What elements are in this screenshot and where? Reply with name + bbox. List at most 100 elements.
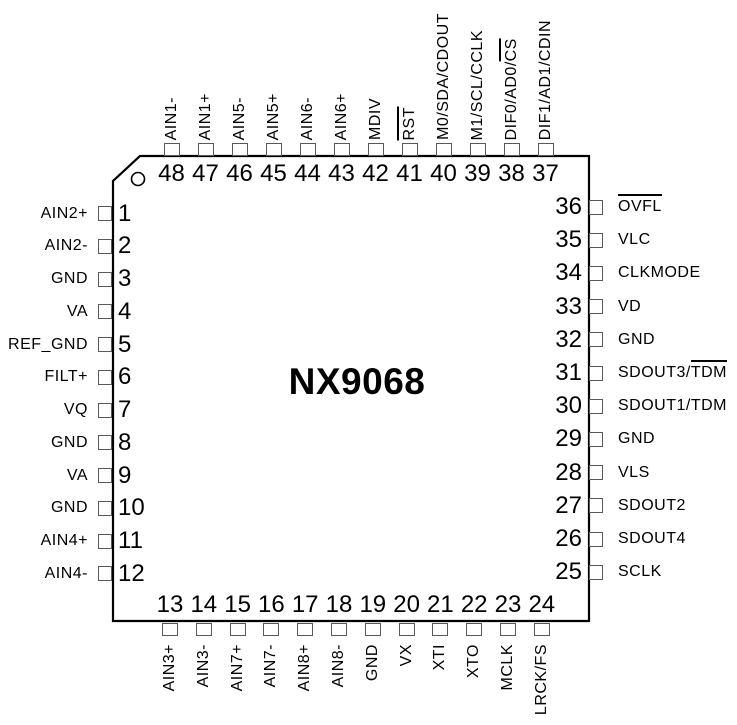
pin-square-48 xyxy=(163,143,180,156)
pin-label-15: AIN7+ xyxy=(228,644,246,692)
pin-number-48: 48 xyxy=(158,160,185,187)
pin-number-15: 15 xyxy=(224,591,251,618)
pin-number-14: 14 xyxy=(190,591,218,618)
pin-square-17 xyxy=(297,623,314,636)
pin-number-5: 5 xyxy=(118,330,132,358)
pin1-indicator-dot xyxy=(130,171,146,187)
pin-number-11: 11 xyxy=(118,527,143,554)
pin-label-10: GND xyxy=(50,499,88,517)
pin-label-37: DIF1/AD1/CDIN xyxy=(536,19,554,140)
pin-square-39 xyxy=(469,143,486,156)
pin-number-23: 23 xyxy=(494,591,522,618)
pin-label-34: CLKMODE xyxy=(618,264,701,282)
pin-square-22 xyxy=(466,623,483,636)
pin-number-28: 28 xyxy=(555,458,582,486)
pin-label-21: XTI xyxy=(431,644,449,671)
pin-square-38 xyxy=(503,143,520,156)
pin-square-27 xyxy=(589,498,603,514)
pin-label-32: GND xyxy=(618,330,656,348)
pin-number-34: 34 xyxy=(555,259,582,287)
pin-number-40: 40 xyxy=(430,160,457,187)
pin-square-41 xyxy=(401,143,418,156)
pin-square-4 xyxy=(98,304,112,320)
pin-square-47 xyxy=(197,143,214,156)
pin-label-46: AIN5- xyxy=(230,96,248,140)
pin-square-43 xyxy=(333,143,350,156)
pin-label-22: XTO xyxy=(465,644,483,679)
pin-label-33: VD xyxy=(618,297,642,315)
pin-label-14: AIN3- xyxy=(194,644,212,688)
pin-number-29: 29 xyxy=(555,425,582,453)
pin-square-19 xyxy=(364,623,381,636)
pin-square-11 xyxy=(98,533,112,549)
pin-label-16: AIN7- xyxy=(262,644,280,688)
pin-label-26: SDOUT4 xyxy=(618,530,686,547)
pin-label-43: AIN6+ xyxy=(332,92,350,140)
pin-square-6 xyxy=(98,369,112,385)
pin-number-9: 9 xyxy=(118,461,132,489)
pin-label-11: AIN4+ xyxy=(40,532,88,549)
pin-square-46 xyxy=(231,143,248,156)
pin-label-8: GND xyxy=(50,433,88,451)
pin-number-6: 6 xyxy=(118,363,132,391)
pin-label-39: M1/SCL/CCLK xyxy=(468,29,486,140)
pin-square-8 xyxy=(98,435,112,451)
pin-label-42: MDIV xyxy=(366,98,384,140)
pin-square-31 xyxy=(589,365,603,381)
pin-label-17: AIN8+ xyxy=(296,644,314,692)
pin-square-33 xyxy=(589,299,603,315)
pin-label-36: OVFL xyxy=(618,194,662,218)
pin-number-7: 7 xyxy=(118,396,132,423)
pin-number-37: 37 xyxy=(532,160,559,187)
pin-number-3: 3 xyxy=(118,265,132,292)
pin-number-22: 22 xyxy=(460,591,488,618)
pin-number-38: 38 xyxy=(498,160,525,187)
pin-square-36 xyxy=(589,199,603,215)
pin-number-42: 42 xyxy=(362,160,389,187)
pin-number-35: 35 xyxy=(555,226,582,254)
pin-label-47: AIN1+ xyxy=(196,92,214,140)
pin-number-32: 32 xyxy=(555,325,582,353)
pin-label-44: AIN6- xyxy=(298,96,316,140)
pin-label-9: VA xyxy=(66,466,88,484)
chip-body xyxy=(111,154,591,623)
pin-label-38: DIF0/AD0/CS xyxy=(498,37,521,140)
pin-number-47: 47 xyxy=(192,160,219,187)
pin-square-9 xyxy=(98,468,112,483)
pin-square-42 xyxy=(367,143,384,156)
pin-square-23 xyxy=(500,623,516,636)
pin-label-5: REF_GND xyxy=(8,335,88,353)
pin-square-16 xyxy=(263,623,280,636)
pin-number-20: 20 xyxy=(393,591,420,618)
pin-label-30: SDOUT1/TDM xyxy=(618,397,727,415)
pin-square-1 xyxy=(98,206,112,221)
chip-name: NX9068 xyxy=(288,361,426,402)
pin-label-45: AIN5+ xyxy=(264,92,282,140)
pin-number-18: 18 xyxy=(325,591,353,618)
pin-number-46: 46 xyxy=(226,160,253,187)
pin-label-24: LRCK/FS xyxy=(532,644,550,716)
pin-number-8: 8 xyxy=(118,428,132,456)
pin-number-10: 10 xyxy=(118,494,145,522)
pin-square-45 xyxy=(265,143,282,156)
pin-square-18 xyxy=(331,623,347,636)
pin-number-21: 21 xyxy=(427,591,454,618)
pin-square-3 xyxy=(98,271,112,287)
pin-label-29: GND xyxy=(618,430,656,448)
pin-square-44 xyxy=(299,143,316,156)
pin-square-30 xyxy=(589,398,603,414)
pin-label-19: GND xyxy=(363,644,381,682)
pin-label-7: VQ xyxy=(63,401,88,418)
pin-number-12: 12 xyxy=(118,559,145,587)
pin-square-14 xyxy=(195,623,212,636)
pin-label-12: AIN4- xyxy=(44,564,88,582)
pin-square-5 xyxy=(98,337,112,352)
pin-number-27: 27 xyxy=(555,491,582,519)
pin-square-7 xyxy=(98,402,112,418)
pin-number-1: 1 xyxy=(118,199,132,227)
pin-square-21 xyxy=(432,623,449,636)
pin-number-4: 4 xyxy=(118,297,132,325)
pin-label-31: SDOUT3/TDM xyxy=(618,360,727,384)
